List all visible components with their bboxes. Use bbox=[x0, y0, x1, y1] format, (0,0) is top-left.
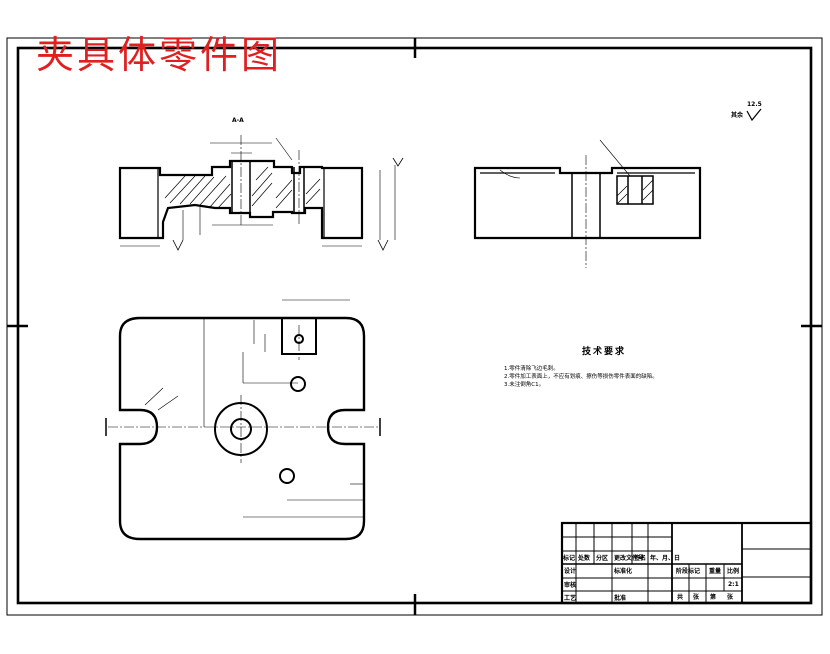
roughness-symbol-icon bbox=[746, 108, 762, 122]
section-label: A-A bbox=[232, 117, 244, 124]
tech-req-line: 1.零件清除飞边毛刺。 bbox=[504, 366, 559, 372]
tb-approve: 批准 bbox=[614, 595, 627, 602]
tb-craft: 工艺 bbox=[564, 595, 577, 602]
tb-weight: 重量 bbox=[709, 568, 722, 575]
tech-req-title: 技术要求 bbox=[581, 347, 626, 357]
section-view-a-a bbox=[118, 135, 404, 251]
tb-header-zone: 分区 bbox=[596, 555, 609, 562]
tb-stage-mark: 阶段标记 bbox=[676, 568, 701, 575]
tb-scale-label: 比例 bbox=[727, 568, 740, 575]
tb-sheet-unit: 张 bbox=[727, 594, 734, 601]
page-title: 夹具体零件图 bbox=[36, 33, 283, 77]
tb-sheets-total: 共 bbox=[677, 594, 684, 601]
tb-header-count: 处数 bbox=[578, 555, 591, 562]
outer-border bbox=[6, 37, 823, 616]
tb-sheets-unit: 张 bbox=[693, 594, 700, 601]
tb-sheet-no: 第 bbox=[710, 594, 717, 601]
technical-requirements: 技术要求 1.零件清除飞边毛刺。 2.零件加工表面上，不应有划痕、擦伤等损伤零件… bbox=[504, 344, 704, 389]
tb-review: 审核 bbox=[564, 582, 577, 589]
tb-header-change-doc: 更改文件号 bbox=[614, 555, 645, 562]
tb-header-mark: 标记 bbox=[563, 555, 576, 562]
tb-header-date: 年、月、日 bbox=[650, 555, 681, 562]
tb-header-signature: 签名 bbox=[634, 555, 647, 562]
tech-req-line: 2.零件加工表面上，不应有划痕、擦伤等损伤零件表面的缺陷。 bbox=[504, 374, 658, 380]
tb-standard: 标准化 bbox=[614, 568, 633, 575]
tech-req-line: 3.未注倒角C1。 bbox=[504, 382, 545, 388]
title-block bbox=[560, 521, 813, 605]
roughness-note-value: 12.5 bbox=[747, 101, 762, 108]
plan-view bbox=[105, 299, 381, 541]
roughness-note-prefix: 其余 bbox=[731, 112, 744, 119]
centering-marks bbox=[7, 38, 822, 615]
inner-border bbox=[16, 46, 813, 605]
side-view bbox=[473, 139, 702, 268]
tb-scale-value: 2:1 bbox=[728, 581, 739, 588]
tb-design: 设计 bbox=[564, 568, 577, 575]
